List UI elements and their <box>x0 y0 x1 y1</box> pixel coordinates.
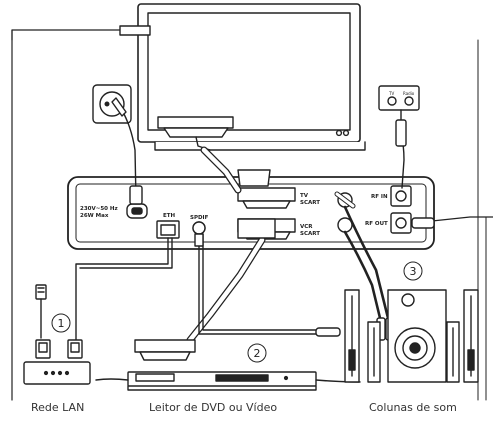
rf-out-label: RF OUT <box>365 221 388 227</box>
caption-lan: Rede LAN <box>31 401 85 414</box>
speaker-system-icon <box>344 289 479 383</box>
lan-socket-icon <box>35 284 83 359</box>
caption-dvd: Leitor de DVD ou Vídeo <box>149 401 278 414</box>
callout-number-3: 3 <box>410 265 417 278</box>
power-cable <box>123 113 137 201</box>
vcr-scart-label-2: SCART <box>300 231 320 237</box>
callout-number-1: 1 <box>58 317 65 330</box>
wall-power-socket-icon <box>92 84 132 124</box>
caption-speakers: Colunas de som <box>369 401 457 414</box>
tv-scart-label-1: TV <box>300 193 309 199</box>
callout-number-2: 2 <box>254 347 261 360</box>
antenna-tv-label: TV <box>388 91 394 96</box>
tv-scart-port-icon <box>237 187 296 202</box>
spdif-port-label: SPDIF <box>190 215 209 221</box>
tv-scart-plug <box>157 116 234 151</box>
rca-cable <box>343 205 390 320</box>
tv-button-icon <box>335 129 343 137</box>
rf-in-label: RF IN <box>371 194 388 200</box>
router-icon <box>23 361 91 385</box>
callout-circle-2 <box>247 343 267 363</box>
dvd-player-icon <box>127 371 317 391</box>
scart-plug-icon <box>237 169 271 187</box>
power-spec-line2: 26W Max <box>80 213 109 219</box>
callout-circle-1 <box>51 313 71 333</box>
rf-out-port-icon <box>390 212 412 234</box>
vcr-scart-label-1: VCR <box>300 224 313 230</box>
rf-in-port-icon <box>390 185 412 207</box>
antenna-radio-label: Radio <box>403 91 415 96</box>
spdif-cable <box>198 233 317 335</box>
tv-scart-label-2: SCART <box>300 200 320 206</box>
ethernet-cable <box>75 237 169 343</box>
eth-port-label: ETH <box>163 213 176 219</box>
callout-circle-3 <box>403 261 423 281</box>
scart-plug-icon <box>134 339 196 353</box>
antenna-socket-icon <box>378 85 420 111</box>
power-spec-line1: 230V~50 Hz <box>80 206 118 212</box>
tv-monitor <box>137 3 366 151</box>
